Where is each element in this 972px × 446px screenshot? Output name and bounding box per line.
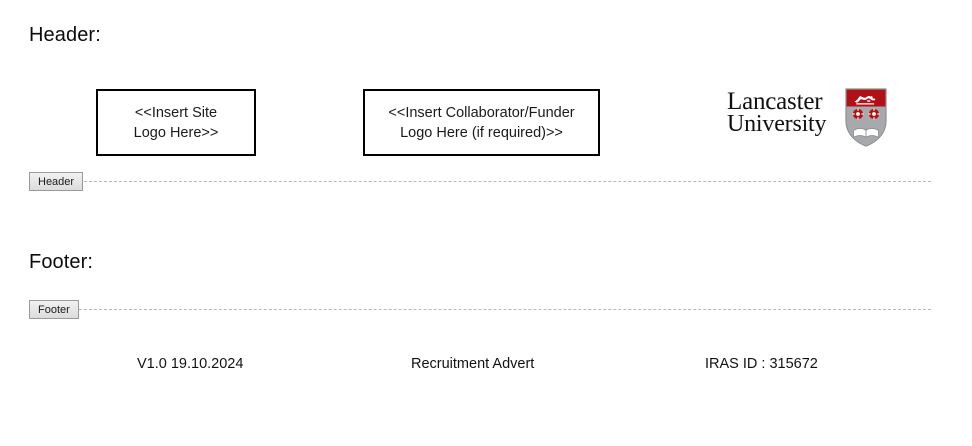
header-section-label: Header: xyxy=(29,24,101,46)
lancaster-wordmark-line2: University xyxy=(727,111,827,138)
footer-dashed-separator xyxy=(29,309,931,310)
footer-iras-id-text: IRAS ID : 315672 xyxy=(705,356,818,372)
footer-section-label: Footer: xyxy=(29,251,94,273)
footer-marker-tab[interactable]: Footer xyxy=(29,300,79,319)
collaborator-logo-placeholder-box[interactable]: <<Insert Collaborator/Funder Logo Here (… xyxy=(363,89,600,156)
footer-document-type-text: Recruitment Advert xyxy=(411,356,535,372)
footer-version-text: V1.0 19.10.2024 xyxy=(137,356,244,372)
footer-content-row: V1.0 19.10.2024 Recruitment Advert IRAS … xyxy=(29,356,931,378)
lancaster-crest-shield-icon xyxy=(845,88,887,147)
lancaster-wordmark-line1: Lancaster xyxy=(727,88,823,115)
header-marker-tab[interactable]: Header xyxy=(29,172,84,191)
header-boundary-marker-row: Header xyxy=(29,172,931,192)
footer-boundary-marker-row: Footer xyxy=(29,300,931,320)
header-dashed-separator xyxy=(29,181,931,182)
site-logo-placeholder-box[interactable]: <<Insert Site Logo Here>> xyxy=(96,89,256,156)
collaborator-logo-placeholder-text: <<Insert Collaborator/Funder Logo Here (… xyxy=(388,104,575,141)
lancaster-university-wordmark: Lancaster University xyxy=(727,88,827,138)
site-logo-placeholder-text: <<Insert Site Logo Here>> xyxy=(133,104,219,141)
lancaster-university-logo[interactable]: Lancaster University xyxy=(727,88,887,150)
